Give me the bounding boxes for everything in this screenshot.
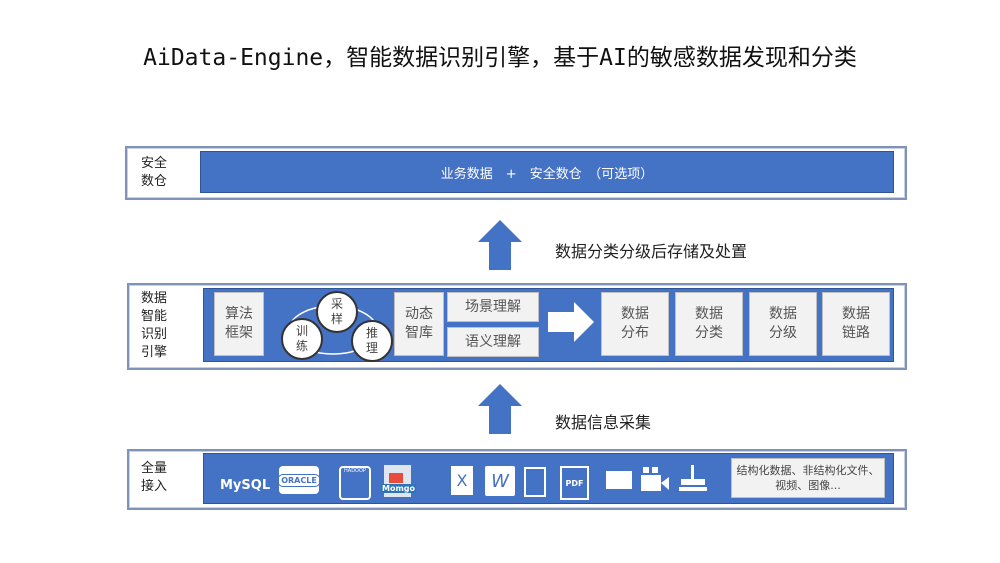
up-arrow-icon	[478, 220, 522, 270]
output-classification: 数据分类	[675, 292, 743, 356]
cycle-training: 训练	[281, 318, 323, 360]
label-line: 接入	[141, 479, 168, 494]
hadoop-icon: HADOOP	[339, 466, 371, 500]
mysql-icon: MySQL	[220, 478, 271, 493]
output-distribution: 数据分布	[601, 292, 669, 356]
layer-label: 数据智能识别引擎	[141, 290, 167, 362]
label-line: 智能	[141, 309, 168, 324]
label-line: 全量	[141, 461, 168, 476]
storage-caption: 数据分类分级后存储及处置	[555, 242, 748, 261]
business-data-bar: 业务数据 + 安全数仓 （可选项）	[200, 151, 894, 193]
label-line: 识别	[141, 327, 168, 342]
right-arrow-icon	[548, 302, 594, 342]
label-line: 引擎	[141, 345, 168, 360]
label-line: 安全	[141, 156, 168, 171]
layer-label: 安全数仓	[141, 155, 167, 191]
video-icon	[641, 467, 669, 491]
data-types-note: 结构化数据、非结构化文件、视频、图像...	[731, 458, 885, 498]
collection-caption: 数据信息采集	[555, 413, 652, 432]
cycle-sampling: 采样	[316, 291, 358, 333]
cycle-inference: 推理	[351, 320, 393, 362]
up-arrow-icon	[478, 384, 522, 434]
page-title: AiData-Engine，智能数据识别引擎，基于AI的敏感数据发现和分类	[143, 45, 857, 71]
scanner-icon	[679, 465, 707, 491]
oracle-icon: ORACLE	[277, 466, 321, 494]
document-icon	[524, 467, 546, 497]
label-line: 数据	[141, 291, 168, 306]
image-icon	[606, 471, 632, 489]
algorithm-framework: 算法框架	[214, 292, 264, 356]
layer-label: 全量接入	[141, 460, 167, 496]
word-icon: W	[485, 466, 515, 496]
pdf-icon: PDF	[560, 466, 589, 500]
dynamic-knowledge-base: 动态智库	[394, 292, 444, 356]
mongo-icon: Momgo	[381, 465, 417, 497]
semantic-understanding: 语义理解	[447, 327, 539, 357]
output-grading: 数据分级	[749, 292, 817, 356]
output-lineage: 数据链路	[822, 292, 890, 356]
excel-icon: X	[451, 466, 473, 495]
label-line: 数仓	[141, 174, 168, 189]
scene-understanding: 场景理解	[447, 292, 539, 322]
